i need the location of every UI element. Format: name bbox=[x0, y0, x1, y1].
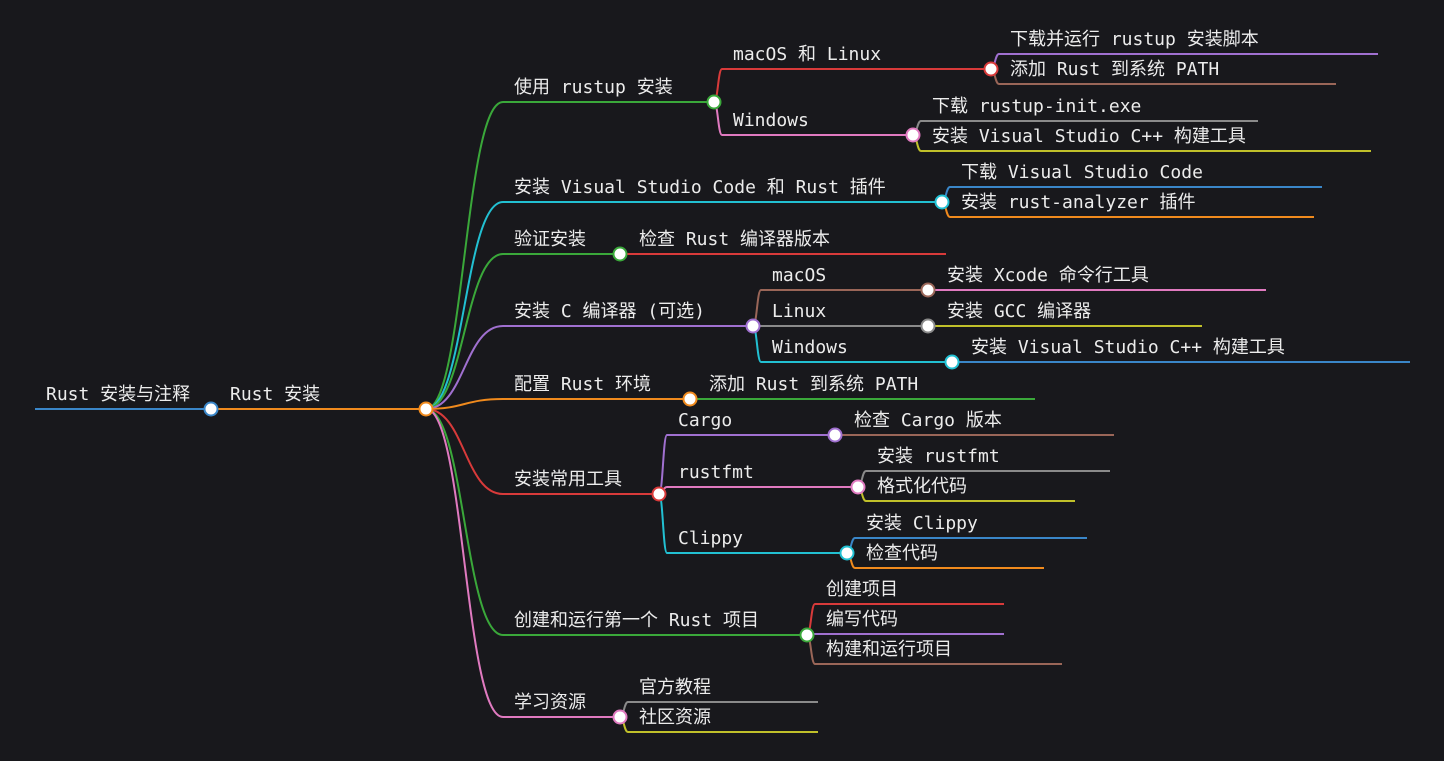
branch-2-label: 验证安装 bbox=[514, 229, 586, 250]
branch-7-label: 学习资源 bbox=[514, 692, 586, 713]
root-topic-node[interactable] bbox=[203, 401, 219, 417]
branch-6-connector bbox=[425, 408, 504, 636]
branch-3-child-2-node[interactable] bbox=[944, 354, 960, 370]
branch-3-child-0-leaf-0-label: 安装 Xcode 命令行工具 bbox=[947, 265, 1149, 286]
branch-3-child-1-leaf-0-label: 安装 GCC 编译器 bbox=[947, 301, 1092, 322]
branch-0-node[interactable] bbox=[706, 94, 722, 110]
branch-4-label: 配置 Rust 环境 bbox=[514, 374, 652, 395]
branch-4-connector bbox=[425, 398, 504, 410]
branch-0-child-1-node[interactable] bbox=[905, 127, 921, 143]
root-topic-label: Rust 安装与注释 bbox=[46, 384, 191, 405]
branch-6-child-0-label: 创建项目 bbox=[826, 579, 898, 600]
branch-5-child-2-label: Clippy bbox=[678, 528, 744, 549]
branch-4-child-0-label: 添加 Rust 到系统 PATH bbox=[709, 374, 919, 395]
main-topic-label: Rust 安装 bbox=[230, 384, 321, 405]
branch-6-child-1-label: 编写代码 bbox=[826, 609, 898, 630]
branch-7-connector bbox=[425, 408, 504, 718]
branch-3-child-0-label: macOS bbox=[772, 265, 827, 286]
branch-5-child-1-leaf-1-label: 格式化代码 bbox=[877, 476, 967, 497]
branch-0-child-0-label: macOS 和 Linux bbox=[733, 44, 882, 65]
branch-0-child-1-label: Windows bbox=[733, 110, 809, 131]
branch-6-label: 创建和运行第一个 Rust 项目 bbox=[514, 610, 760, 631]
branch-3-child-0-node[interactable] bbox=[920, 282, 936, 298]
branch-5-child-2-node[interactable] bbox=[839, 545, 855, 561]
branch-3-label: 安装 C 编译器 (可选) bbox=[514, 301, 706, 322]
branch-3-connector bbox=[425, 325, 504, 410]
branch-1-connector bbox=[425, 201, 504, 410]
branch-2-child-0-label: 检查 Rust 编译器版本 bbox=[639, 229, 831, 250]
branch-6-node[interactable] bbox=[799, 627, 815, 643]
branch-3-child-2-leaf-0-label: 安装 Visual Studio C++ 构建工具 bbox=[971, 337, 1285, 358]
branch-1-child-0-label: 下载 Visual Studio Code bbox=[961, 162, 1203, 183]
branch-0-child-1-leaf-0-label: 下载 rustup-init.exe bbox=[932, 96, 1142, 117]
branch-5-child-2-leaf-0-label: 安装 Clippy bbox=[866, 513, 978, 534]
branch-3-node[interactable] bbox=[745, 318, 761, 334]
branch-3-child-1-label: Linux bbox=[772, 301, 827, 322]
branch-3-child-1-node[interactable] bbox=[920, 318, 936, 334]
branch-0-child-0-leaf-1-label: 添加 Rust 到系统 PATH bbox=[1010, 59, 1220, 80]
branch-5-child-2-leaf-1-label: 检查代码 bbox=[866, 543, 938, 564]
branch-0-child-0-leaf-0-label: 下载并运行 rustup 安装脚本 bbox=[1010, 29, 1259, 50]
branch-5-child-1-label: rustfmt bbox=[678, 462, 754, 483]
branch-5-connector bbox=[425, 408, 504, 495]
branch-5-child-0-leaf-0-label: 检查 Cargo 版本 bbox=[854, 410, 1002, 431]
branch-2-node[interactable] bbox=[612, 246, 628, 262]
branch-0-child-0-node[interactable] bbox=[983, 61, 999, 77]
branch-7-child-0-label: 官方教程 bbox=[639, 677, 711, 698]
branch-5-node[interactable] bbox=[651, 486, 667, 502]
branch-5-label: 安装常用工具 bbox=[514, 469, 622, 490]
branch-1-node[interactable] bbox=[934, 194, 950, 210]
branch-0-label: 使用 rustup 安装 bbox=[514, 77, 673, 98]
branch-0-connector bbox=[425, 101, 504, 410]
branch-4-node[interactable] bbox=[682, 391, 698, 407]
branch-5-child-0-label: Cargo bbox=[678, 410, 733, 431]
branch-2-connector bbox=[425, 253, 504, 410]
branch-7-child-1-label: 社区资源 bbox=[639, 707, 711, 728]
main-topic-node[interactable] bbox=[418, 401, 434, 417]
branch-0-child-1-leaf-1-label: 安装 Visual Studio C++ 构建工具 bbox=[932, 126, 1246, 147]
branch-5-child-1-node[interactable] bbox=[850, 479, 866, 495]
branch-3-child-2-label: Windows bbox=[772, 337, 848, 358]
branch-5-child-0-node[interactable] bbox=[827, 427, 843, 443]
branch-6-child-2-label: 构建和运行项目 bbox=[826, 639, 952, 660]
branch-1-child-1-label: 安装 rust-analyzer 插件 bbox=[961, 192, 1196, 213]
branch-1-label: 安装 Visual Studio Code 和 Rust 插件 bbox=[514, 177, 886, 198]
branch-5-child-1-leaf-0-label: 安装 rustfmt bbox=[877, 446, 1000, 467]
branch-7-node[interactable] bbox=[612, 709, 628, 725]
